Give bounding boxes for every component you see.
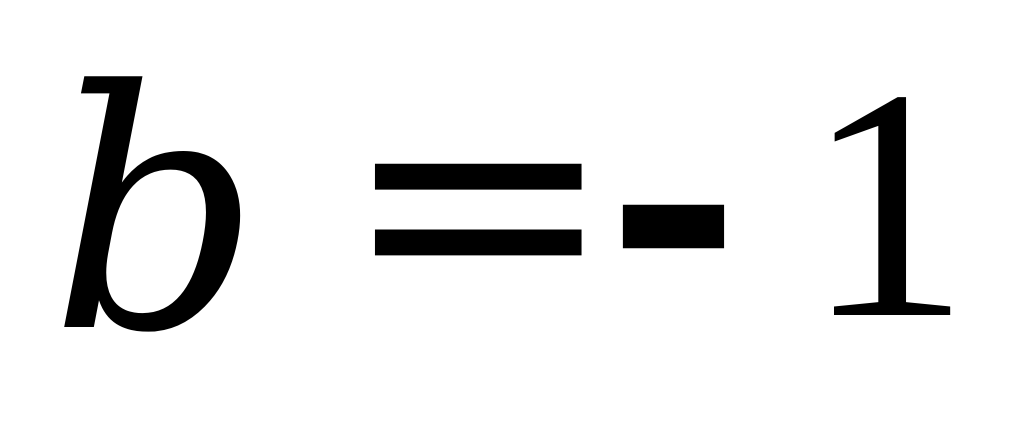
minus-sign: - <box>605 5 742 393</box>
equation-value: 1 <box>805 22 970 387</box>
equation-variable: b <box>50 21 262 405</box>
equals-sign: = <box>340 7 617 391</box>
